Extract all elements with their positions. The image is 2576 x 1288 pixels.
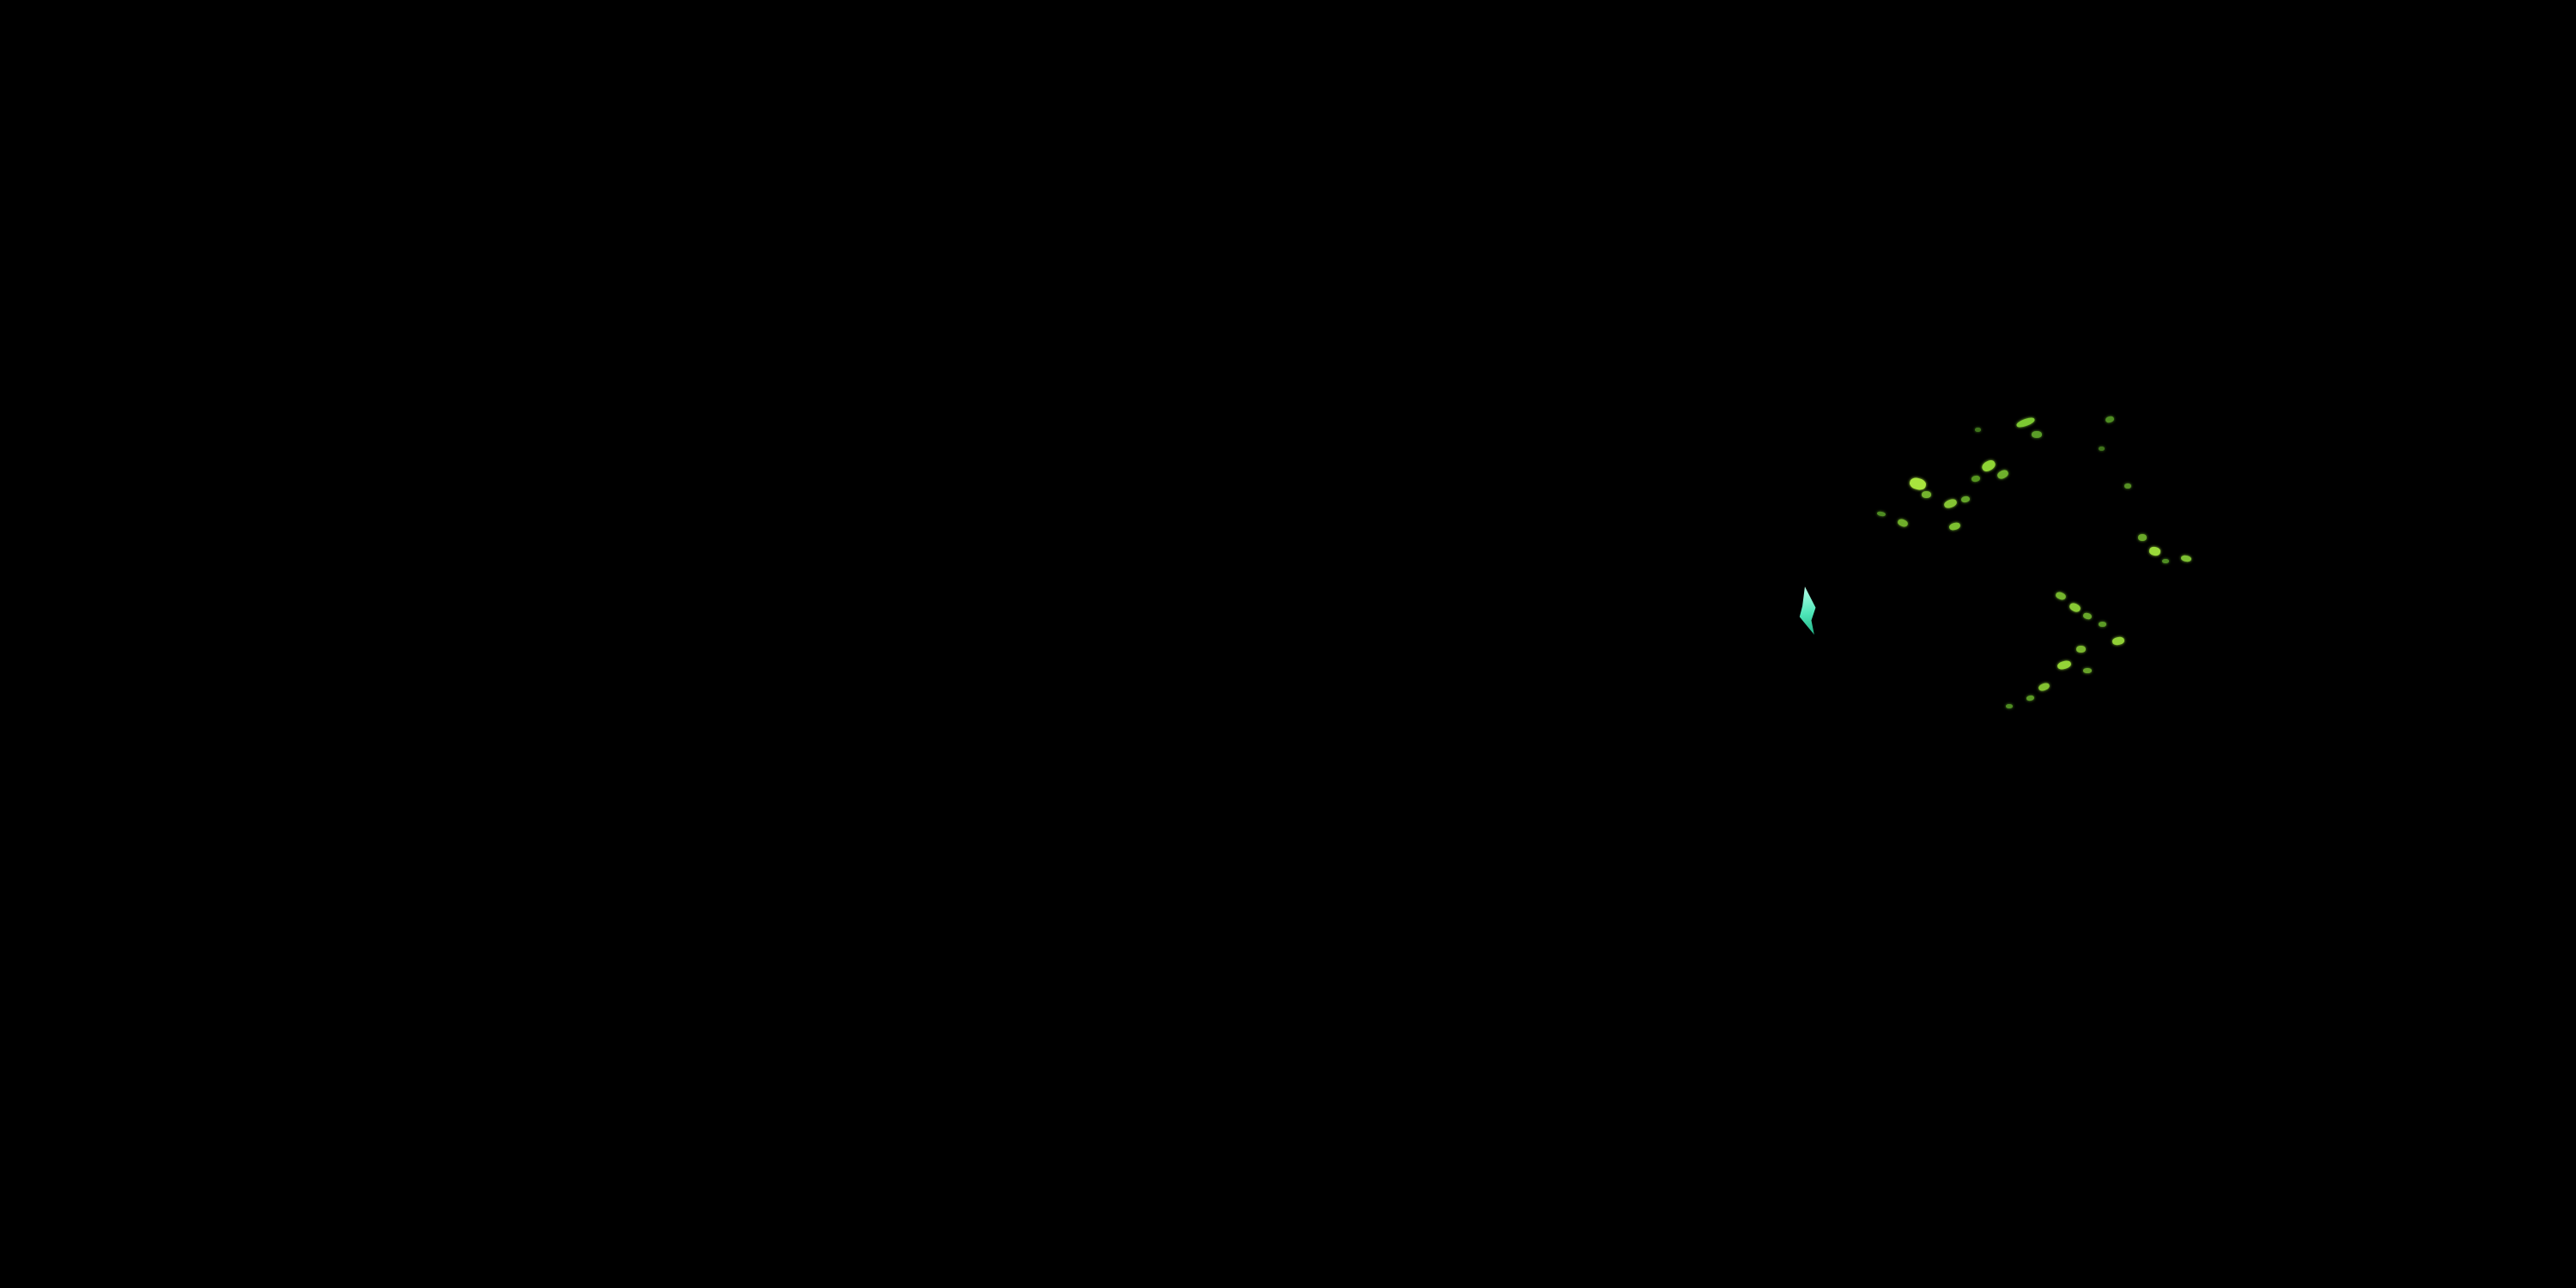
player-ship [1799, 586, 1816, 635]
debris-particle [1942, 497, 1959, 510]
debris-particle [2068, 601, 2082, 614]
debris-particle [2138, 534, 2147, 541]
debris-particle [2076, 646, 2086, 653]
debris-particle [2083, 668, 2092, 673]
debris-particle [2162, 559, 2169, 563]
debris-particle [1975, 428, 1981, 432]
debris-particle [2148, 545, 2161, 557]
debris-particle [1922, 491, 1931, 498]
debris-particle [2124, 483, 2131, 489]
debris-particle [2026, 695, 2035, 702]
debris-particle [2099, 447, 2105, 451]
debris-particle [2105, 415, 2115, 424]
debris-particle [2032, 431, 2042, 438]
debris-particle [1960, 495, 1971, 503]
debris-particle [2099, 622, 2106, 627]
player-ship-body [1799, 586, 1816, 635]
debris-particle [2006, 704, 2013, 708]
debris-particle [1971, 475, 1981, 483]
debris-particle [2180, 555, 2192, 562]
debris-particle [2054, 591, 2068, 601]
debris-particle [1996, 468, 2010, 481]
debris-particle [1908, 476, 1928, 492]
debris-particle [2111, 635, 2125, 647]
debris-particle [1948, 521, 1961, 532]
debris-particle [2015, 416, 2036, 429]
debris-particle [1896, 518, 1910, 528]
debris-particle [2038, 682, 2050, 692]
debris-particle [1876, 511, 1886, 517]
debris-particle [1980, 458, 1997, 474]
debris-particle [2082, 611, 2093, 621]
debris-particle [2057, 659, 2072, 671]
